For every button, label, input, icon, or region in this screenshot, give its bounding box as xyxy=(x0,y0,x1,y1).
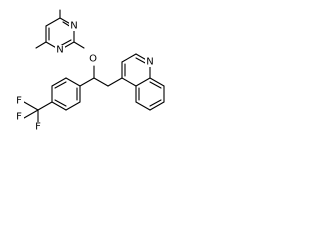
atom-labels: N N O N F F F xyxy=(14,21,155,133)
quinoline-ring xyxy=(121,53,165,111)
bond-q-double-4 xyxy=(149,99,162,107)
ether-oxygen-label: O xyxy=(89,54,97,65)
bond-ph-4 xyxy=(51,101,67,111)
bond-c-f-middle xyxy=(23,109,39,119)
phenyl-ring xyxy=(51,77,81,111)
bond-ph-cf3 xyxy=(37,101,53,111)
pyrimidine-n-top-label: N xyxy=(70,21,77,32)
bond-ch-ch2 xyxy=(93,77,109,87)
bond-q-c4a-c4 xyxy=(121,77,137,87)
bond-ch-phenyl xyxy=(79,77,95,87)
bond-ph-double-2 xyxy=(54,99,67,107)
pyrimidine-ring xyxy=(35,9,75,51)
fluorine-top-label: F xyxy=(16,96,22,107)
bond-ph-1 xyxy=(65,77,81,87)
pyrimidine-n-bottom-label: N xyxy=(56,45,63,56)
bond-q-c6-c7 xyxy=(149,101,165,111)
bond-ph-5 xyxy=(65,101,81,111)
bond-ph-2 xyxy=(51,77,67,87)
bond-ch2-quinoline xyxy=(107,77,123,87)
bond-q-double-5 xyxy=(149,81,162,89)
quinoline-n-label: N xyxy=(146,57,153,68)
fluorine-bottom-label: F xyxy=(35,122,41,133)
bond-methyl-bottom xyxy=(35,41,47,49)
bond-q-c8-c8a xyxy=(149,77,165,87)
chemical-structure: N N O N F F F xyxy=(0,0,178,146)
bond-c-f-top xyxy=(23,101,39,111)
bond-c2-oxygen xyxy=(73,41,85,49)
bond-q-c3-c2 xyxy=(121,53,137,63)
structure-drawing: N N O N F F F xyxy=(14,9,165,133)
bond-q-c5-c6 xyxy=(135,101,151,111)
bond-c5-c4 xyxy=(45,17,61,27)
fluorine-middle-label: F xyxy=(16,112,22,123)
bond-ph-double-1 xyxy=(54,81,67,89)
bond-q-c8a-c4a xyxy=(135,77,151,87)
